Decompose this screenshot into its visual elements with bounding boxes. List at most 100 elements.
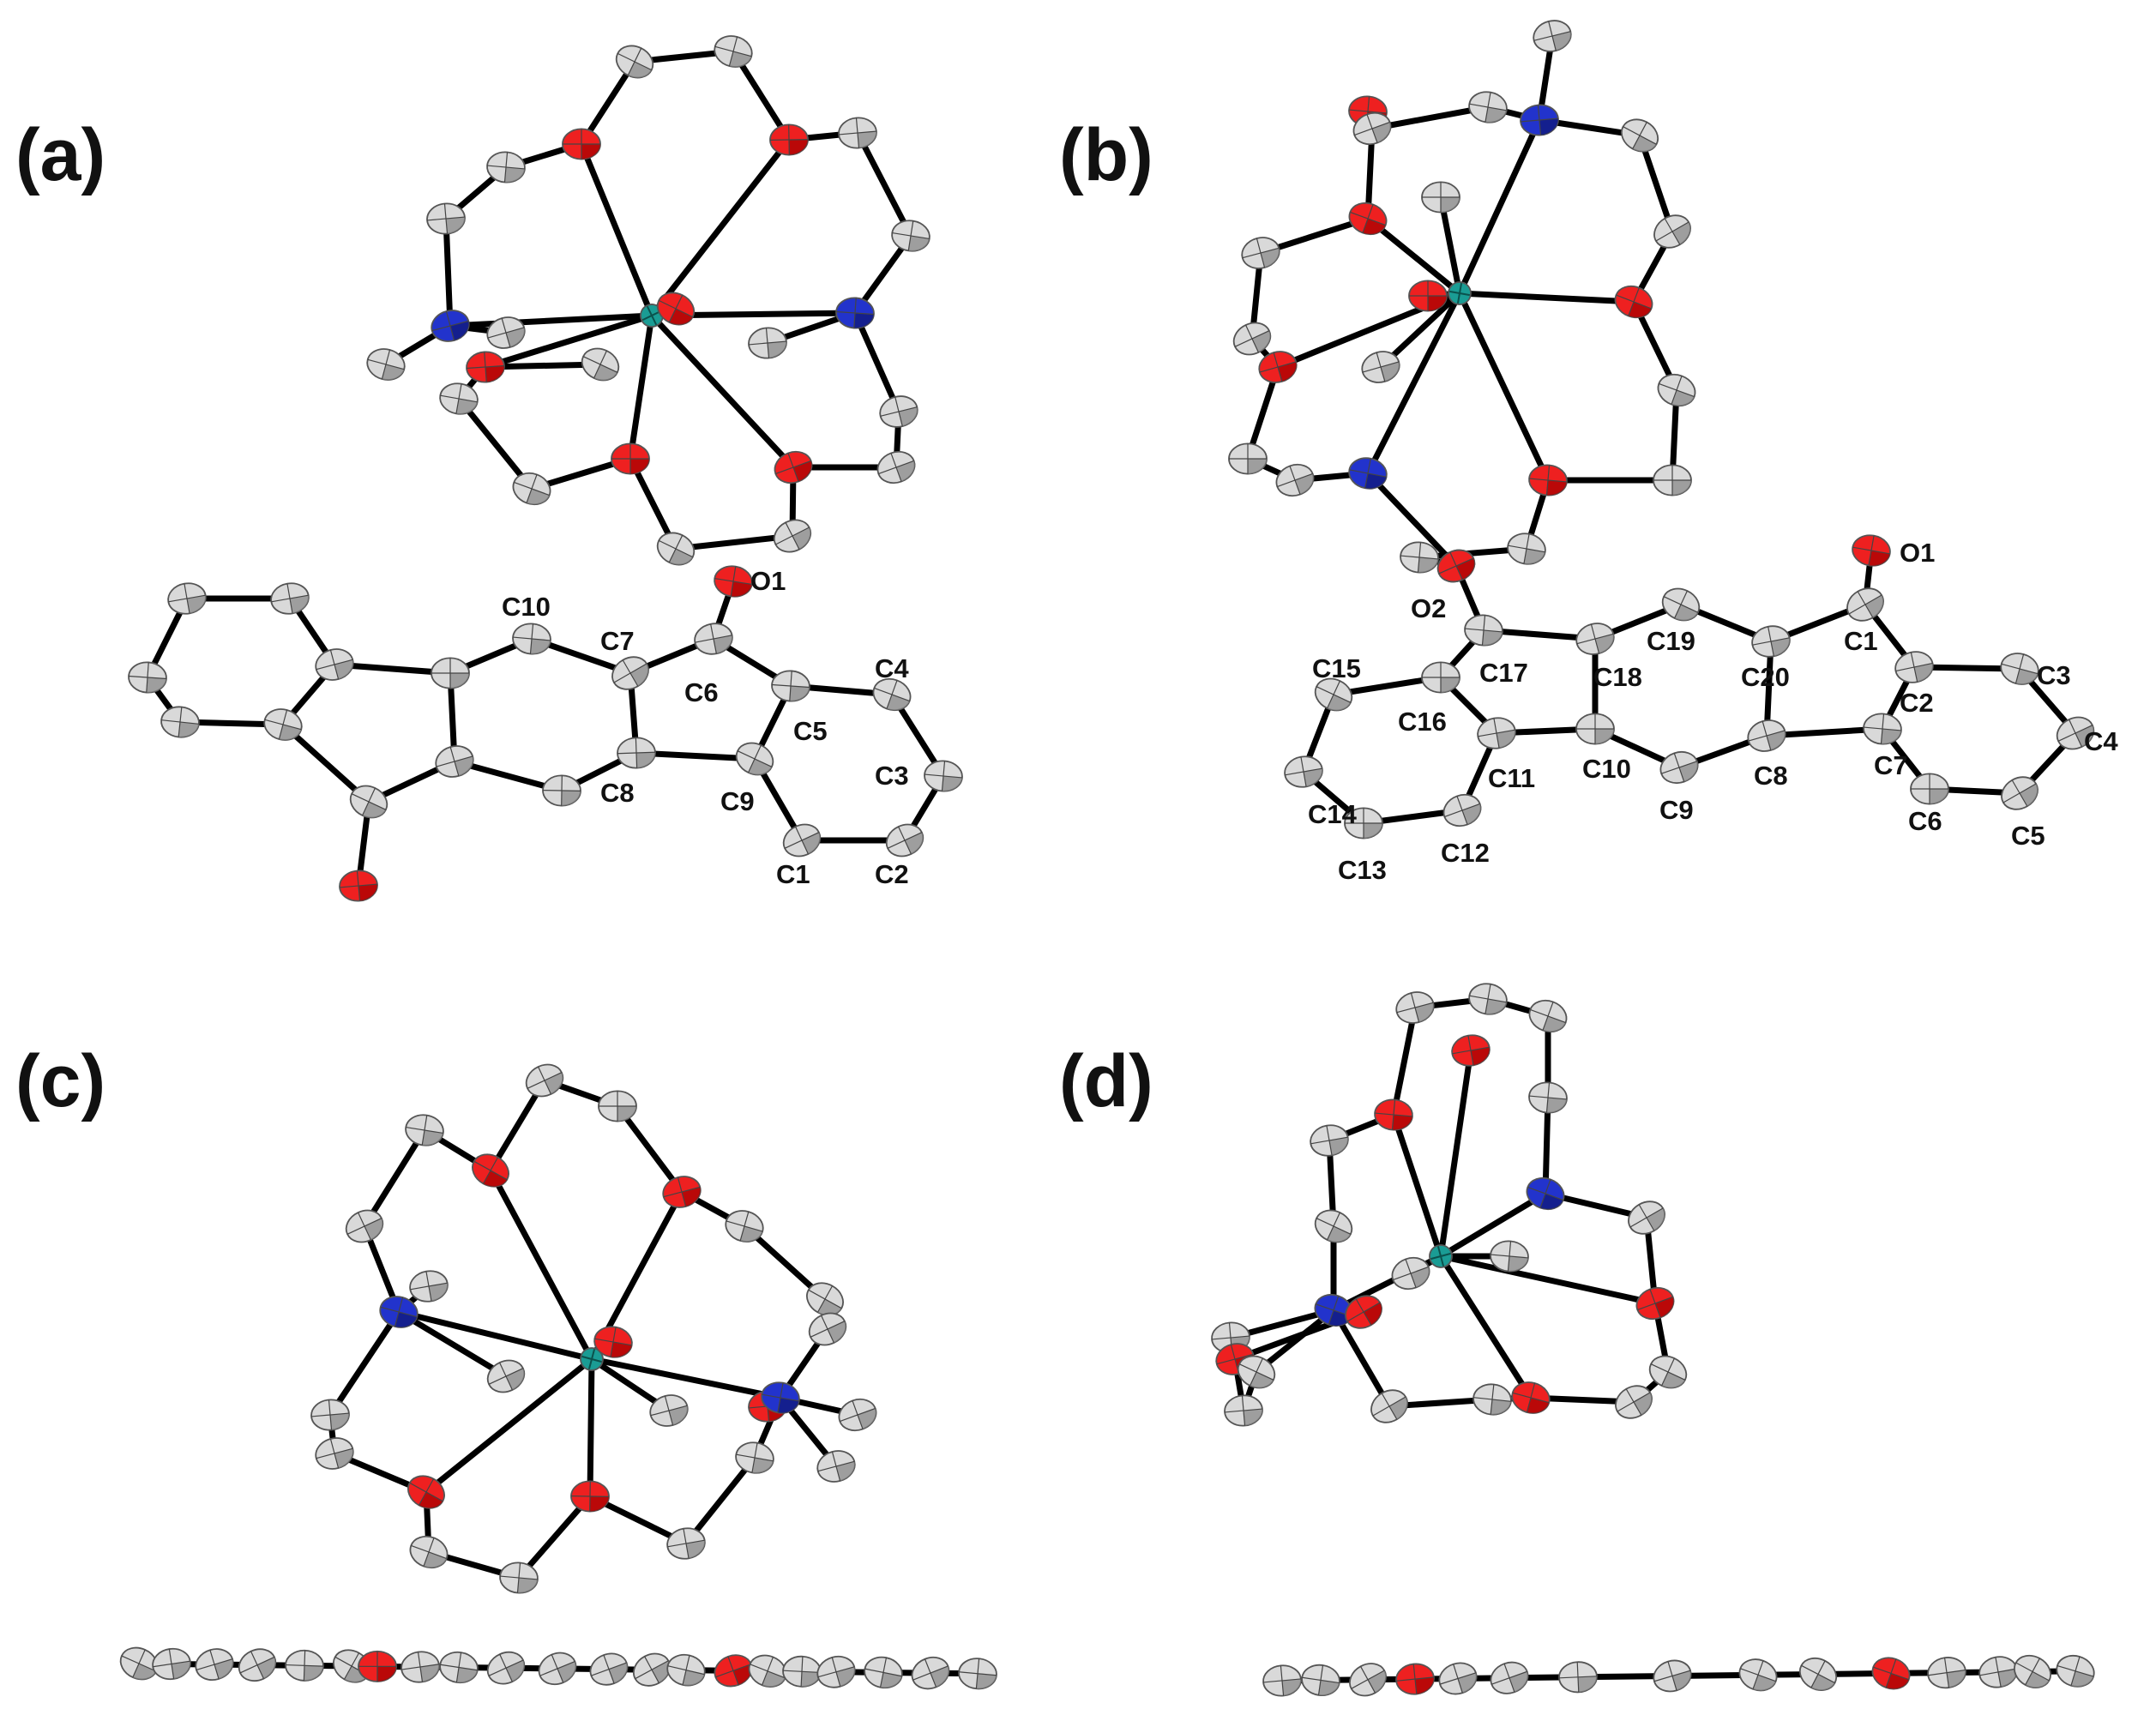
atom-label-b-C14: C14 [1308,799,1358,829]
atom-d-carbon-x4 [1224,1394,1263,1427]
atom-a-metal-M [640,304,664,328]
atom-b-carbon-C18 [1575,623,1615,655]
bond-c-M-O1 [487,1167,595,1363]
atom-b-carbon-b2 [1468,91,1508,123]
atom-a-carbon-c9 [512,472,551,506]
atom-a-carbon-C3 [924,760,963,792]
atom-b-carbon-b7 [1275,463,1315,497]
atom-a-carbon-A2 [270,582,310,615]
atom-label-b-C17: C17 [1479,658,1528,688]
atom-b-carbon-b3 [1352,111,1392,146]
atom-b-carbon-b10 [1657,373,1696,407]
atom-b-oxygen-Ob3 [1614,285,1653,319]
atom-c-carbon-m1 [409,1270,449,1303]
atom-c-nitrogen-N2 [761,1381,800,1414]
atom-label-b-C3: C3 [2037,660,2071,690]
bond-d-d10-N2 [1330,1307,1393,1410]
atom-a-carbon-c5 [838,117,877,149]
atom-label-b-C8: C8 [1754,761,1788,791]
atom-a-carbon-A7 [431,657,470,689]
atom-a-oxygen-O5 [774,450,813,484]
atom-a-carbon-c4 [426,202,466,235]
atom-label-b-C5: C5 [2011,821,2045,851]
bond-b-M-Ob1 [1364,215,1463,297]
atom-d-carbon-f12 [1978,1656,2018,1688]
atom-c-carbon-c1 [525,1063,564,1098]
atom-a-carbon-A6 [315,648,354,681]
atom-a-carbon-C6 [694,623,733,655]
atom-label-a-C1: C1 [776,859,810,889]
bond-c-N1-m2 [395,1309,509,1380]
atom-d-oxygen-Od [1345,1295,1382,1329]
bond-c-M-N2 [588,1356,784,1401]
atom-a-oxygen-O2 [769,123,809,156]
atom-b-carbon-C4 [2056,716,2095,750]
atom-label-b-C4: C4 [2084,726,2118,756]
atom-b-nitrogen-Nb2 [1348,457,1388,490]
atom-d-carbon-f7 [1653,1659,1692,1693]
atom-c-carbon-e11 [589,1652,629,1686]
atom-d-carbon-f2 [1349,1663,1387,1697]
atom-a-nitrogen-N1 [431,310,470,342]
atom-c-oxygen-O2 [662,1176,702,1208]
atom-a-carbon-A3 [128,661,167,694]
atom-d-oxygen-O3 [1635,1286,1675,1321]
atom-d-carbon-d13 [1391,1256,1430,1291]
atom-b-carbon-C1 [1846,587,1884,622]
atom-d-carbon-d6 [1314,1209,1353,1243]
atom-c-oxygen-e6 [358,1650,397,1682]
bond-a-M-O5 [648,312,797,471]
atom-d-carbon-f14 [2056,1654,2095,1688]
bond-c-c10-O4 [515,1493,593,1581]
atom-a-carbon-A1 [167,582,207,615]
atom-a-carbon-c2 [714,35,753,68]
atom-a-carbon-A5 [263,708,303,741]
atom-a-carbon-m4 [748,327,787,359]
atom-d-carbon-d7 [1628,1200,1665,1235]
atom-a-carbon-A9 [349,785,388,819]
atom-c-carbon-e10 [538,1652,577,1686]
atom-a-carbon-C10 [512,623,551,655]
bond-c-c2-O2 [614,1103,685,1195]
atom-d-nitrogen-N2 [1314,1293,1353,1327]
bond-d-M-O1 [1390,1111,1444,1260]
atom-b-carbon-b4 [1241,237,1280,269]
atom-c-carbon-m5 [816,1450,856,1483]
panel-b-label: (b) [1059,114,1153,196]
atom-a-oxygen-O1 [714,565,753,598]
atom-d-carbon-d3 [1395,991,1435,1024]
atom-a-carbon-C7 [611,656,649,690]
atom-a-carbon-A8 [435,745,474,778]
bond-a-M-N1 [447,312,655,329]
atom-c-carbon-e1 [152,1647,191,1681]
atom-d-carbon-f9 [1798,1657,1838,1691]
bond-a-c4-N1 [443,215,454,329]
atom-label-b-C10: C10 [1582,754,1631,784]
atom-c-carbon-e20 [958,1658,997,1690]
atom-c-carbon-e4 [285,1649,324,1682]
atom-b-carbon-b5 [1232,322,1272,356]
atom-label-b-C2: C2 [1900,688,1934,718]
atom-b-carbon-b9 [1653,214,1691,249]
atom-c-carbon-e9 [486,1651,526,1685]
atom-b-carbon-b6 [1228,442,1268,475]
atom-b-carbon-b15 [1361,351,1400,383]
bond-c-c9-c8 [683,1454,758,1547]
atom-b-carbon-b13 [1400,541,1439,574]
atom-c-carbon-e7 [400,1651,440,1683]
atom-c-carbon-e17 [816,1655,856,1688]
atom-b-carbon-C11 [1477,717,1516,749]
bond-b-M-b14 [1437,194,1463,297]
bond-c-c3-c4 [361,1127,428,1230]
atom-a-carbon-c10 [656,532,696,566]
atom-c-carbon-c3 [405,1114,444,1146]
atom-b-carbon-C6 [1910,773,1949,805]
atom-label-a-C6: C6 [684,677,719,707]
atom-c-carbon-c8 [735,1441,774,1474]
atom-d-carbon-d10 [1370,1389,1408,1423]
atom-label-a-O1: O1 [750,566,786,596]
atom-a-carbon-c1 [615,45,654,79]
atom-b-oxygen-Ob4 [1528,464,1568,496]
atom-a-oxygen-O1 [562,128,601,160]
